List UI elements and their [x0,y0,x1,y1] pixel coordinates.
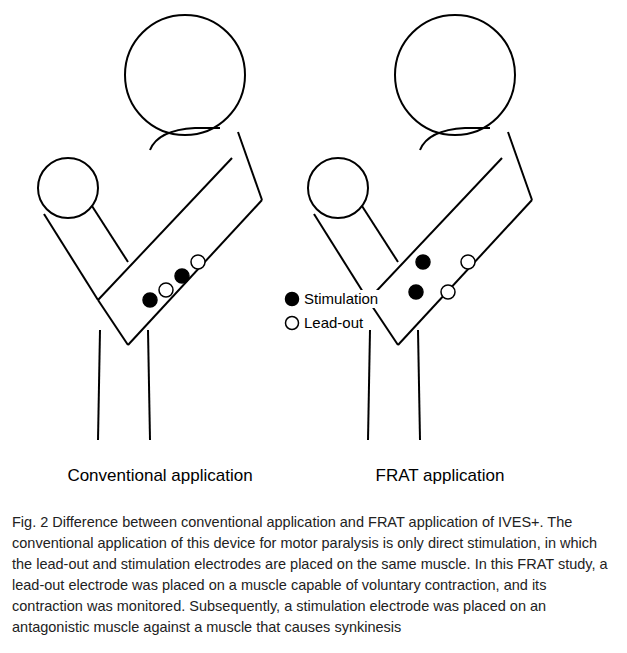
figure-frat [308,15,532,440]
panel-label: Conventional application [67,466,252,486]
figure-conventional [38,15,262,440]
figure-caption: Fig. 2 Difference between conventional a… [12,512,612,638]
panel-label: FRAT application [376,466,505,486]
legend-label: Stimulation [302,290,380,308]
legend-label: Lead-out [302,314,365,332]
